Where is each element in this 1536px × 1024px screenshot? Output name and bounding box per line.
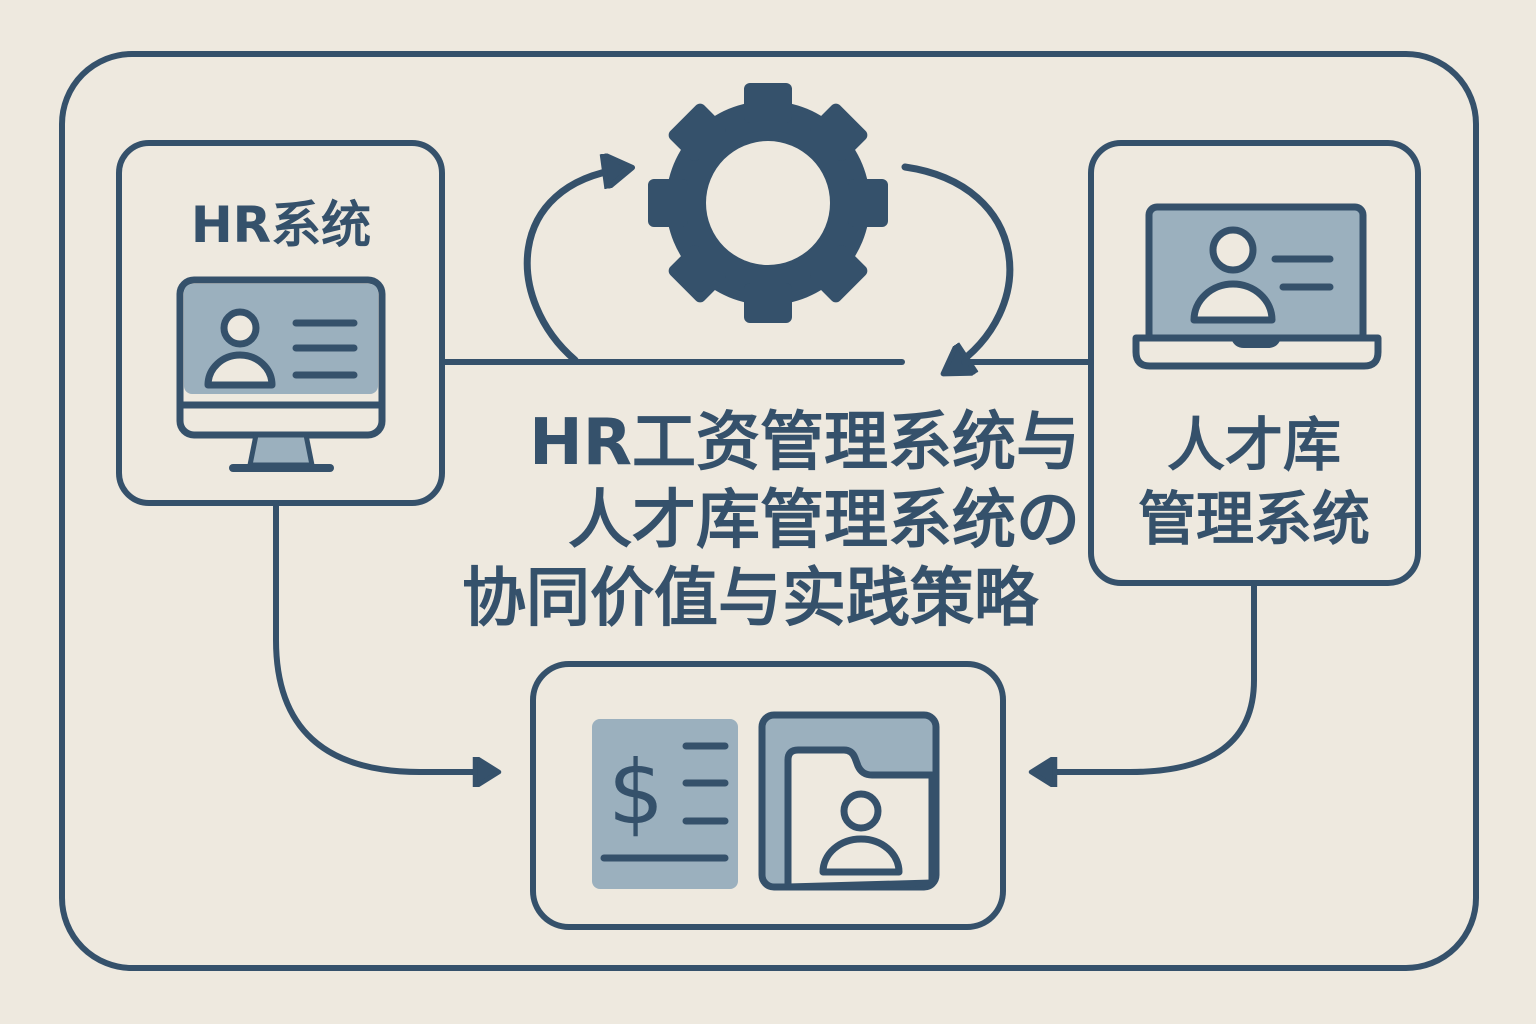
- circular-arrows-icon: [523, 167, 1014, 368]
- gear-icon: [648, 83, 888, 323]
- title-line-3: 协同价值与实践策略: [462, 562, 1038, 636]
- desktop-monitor-icon: [176, 276, 386, 472]
- integration-box: $: [530, 661, 1006, 930]
- payroll-document-icon: $: [592, 719, 738, 889]
- talent-system-label-line1: 人才库: [1166, 411, 1341, 479]
- hr-system-box: [116, 140, 445, 506]
- svg-text:$: $: [608, 741, 664, 844]
- text-lines-icon: [292, 319, 358, 379]
- title-line-2: 人才库管理系统の: [568, 484, 1080, 558]
- diagram-title: HR工资管理系统与 人才库管理系统の 协同价值与实践策略: [420, 404, 1080, 638]
- laptop-icon: [1132, 203, 1382, 370]
- folder-user-icon: [758, 711, 940, 891]
- user-profile-icon: [1190, 226, 1276, 324]
- talent-system-label: 人才库 管理系统: [1090, 408, 1418, 556]
- user-profile-icon: [204, 308, 276, 389]
- text-lines-icon: [1271, 255, 1334, 291]
- connector-lines: [273, 359, 1257, 772]
- outer-frame: [59, 51, 1479, 971]
- talent-system-label-line2: 管理系统: [1137, 485, 1370, 553]
- hr-system-label: HR系统: [190, 196, 372, 254]
- title-line-1: HR工资管理系统与: [529, 406, 1080, 480]
